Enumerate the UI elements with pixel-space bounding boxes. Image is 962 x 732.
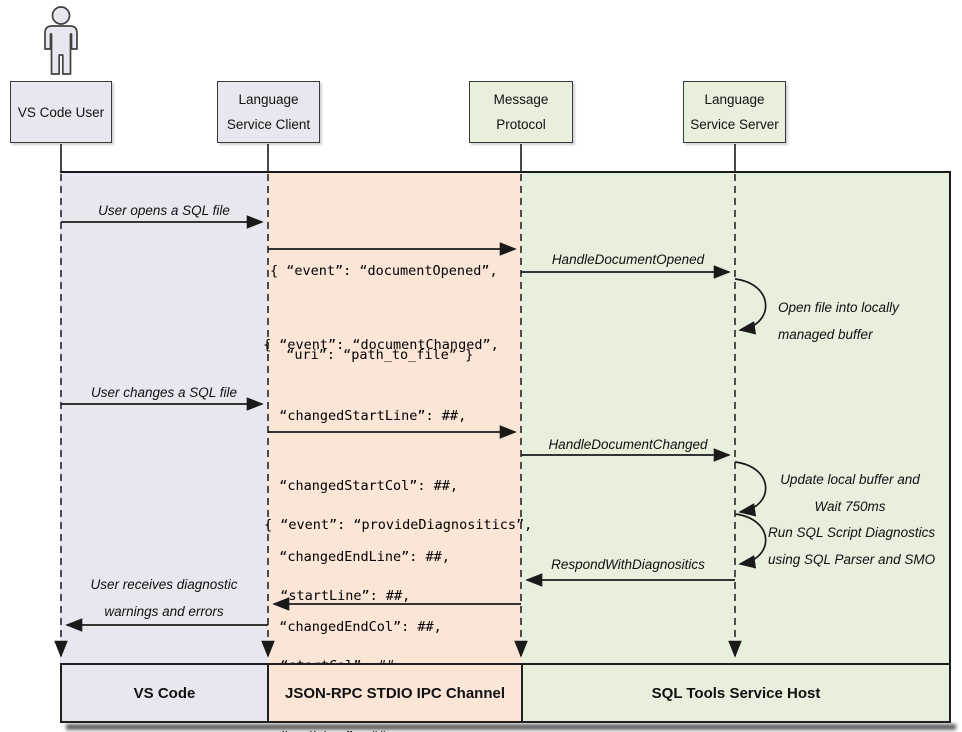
label-handle-document-changed: HandleDocumentChanged — [548, 437, 708, 452]
person-icon — [44, 6, 78, 75]
lane-service-host — [521, 173, 951, 663]
note-run-diagnostics: Run SQL Script Diagnostics using SQL Par… — [768, 525, 936, 567]
actor-label: Language — [238, 92, 299, 107]
actor-label: VS Code User — [17, 104, 105, 120]
actor-box-language-service-server: Language Service Server — [683, 81, 786, 143]
actor-label: Language — [704, 92, 765, 107]
lane-ipc-channel — [268, 173, 521, 663]
actor-label: Message — [493, 92, 549, 107]
actor-box-vscode-user: VS Code User — [10, 81, 112, 143]
footer-box-ipc-channel: JSON-RPC STDIO IPC Channel — [267, 663, 523, 723]
footer-box-service-host: SQL Tools Service Host — [521, 663, 951, 723]
label-user-opens: User opens a SQL file — [98, 203, 230, 218]
actor-label: Service Server — [690, 117, 779, 132]
actor-box-language-service-client: Language Service Client — [217, 81, 320, 143]
actor-box-message-protocol: Message Protocol — [469, 81, 573, 143]
actor-label: Service Client — [226, 117, 311, 132]
payload-document-opened: { “event”: “documentOpened”, “uri”: “pat… — [270, 263, 498, 363]
note-update-buffer: Update local buffer and Wait 750ms — [780, 472, 920, 514]
actor-label: Protocol — [496, 117, 546, 132]
footer-box-vscode: VS Code — [60, 663, 269, 723]
lane-vscode — [60, 173, 268, 663]
note-open-file: Open file into locally managed buffer — [778, 300, 899, 342]
label-handle-document-opened: HandleDocumentOpened — [551, 252, 705, 267]
label-user-changes: User changes a SQL file — [90, 385, 238, 400]
footer-shadow — [66, 724, 956, 730]
payload-provide-diagnostics: { “event”: “provideDiagnositics”, “start… — [264, 517, 533, 732]
label-respond-with-diagnostics: RespondWithDiagnositics — [551, 557, 705, 572]
header-connectors — [60, 144, 736, 173]
label-user-receives: User receives diagnostic warnings and er… — [90, 577, 238, 619]
